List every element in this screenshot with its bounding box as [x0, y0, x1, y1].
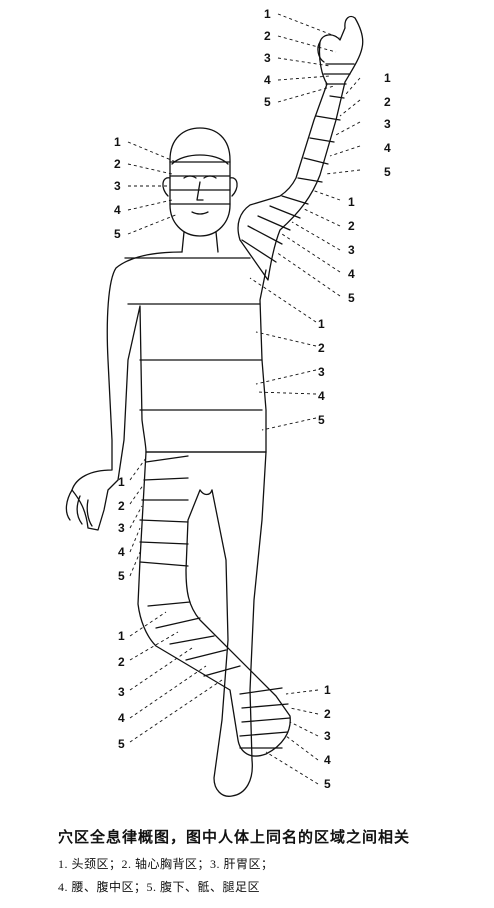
segment-number: 2	[384, 95, 391, 109]
segment-number: 3	[348, 243, 355, 257]
segment-number: 5	[264, 95, 271, 109]
segment-number: 5	[118, 569, 125, 583]
segment-number: 5	[118, 737, 125, 751]
segment-number: 2	[264, 29, 271, 43]
crotch-line	[199, 489, 213, 496]
arm-bands	[241, 63, 355, 263]
foot-labels: 1 2 3 4 5	[324, 683, 331, 791]
figure-caption: 穴区全息律概图，图中人体上同名的区域之间相关	[58, 830, 411, 846]
segment-number: 2	[318, 341, 325, 355]
segment-number: 3	[384, 117, 391, 131]
segment-number: 4	[114, 203, 121, 217]
mouth	[191, 211, 209, 215]
left-ear	[162, 177, 171, 197]
segment-number: 4	[324, 753, 331, 767]
torso-labels: 1 2 3 4 5	[318, 317, 325, 427]
segment-number: 4	[384, 141, 391, 155]
left-hand	[65, 489, 93, 527]
segment-number: 5	[114, 227, 121, 241]
raised-arm-outline	[237, 15, 364, 281]
right-leg-outline	[211, 451, 267, 797]
segment-number: 3	[118, 521, 125, 535]
segment-number: 5	[348, 291, 355, 305]
segment-number: 2	[324, 707, 331, 721]
segment-number: 2	[348, 219, 355, 233]
hand-labels: 1 2 3 4 5	[264, 7, 271, 109]
legend-line-2: 4. 腰、腹中区；5. 腹下、骶、腿足区	[58, 880, 261, 894]
leader-lines	[127, 13, 361, 785]
segment-number: 4	[348, 267, 355, 281]
hair-line	[171, 154, 229, 165]
segment-number: 1	[318, 317, 325, 331]
segment-number: 3	[114, 179, 121, 193]
forearm-labels: 1 2 3 4 5	[384, 71, 391, 179]
segment-number: 4	[118, 711, 125, 725]
segment-number: 2	[118, 499, 125, 513]
body-bands	[124, 257, 267, 453]
legend-line-1: 1. 头颈区；2. 轴心胸背区；3. 肝胃区；	[58, 857, 274, 871]
segment-number: 5	[324, 777, 331, 791]
segment-number: 5	[318, 413, 325, 427]
nose	[196, 181, 204, 201]
head-outline	[169, 127, 231, 237]
thumb-outline	[317, 41, 325, 63]
segment-number: 1	[324, 683, 331, 697]
left-leg-outline	[137, 451, 291, 757]
segment-number: 3	[324, 729, 331, 743]
segment-number: 1	[118, 475, 125, 489]
segment-number: 1	[264, 7, 271, 21]
segment-number: 1	[348, 195, 355, 209]
holographic-body-figure: 1 2 3 4 5 1 2 3 4 5 1 2 3 4 5 1 2 3 4 5 1 2 3 4 5 1 2 3 4 5 1 2 3 4…	[65, 7, 391, 797]
segment-number: 1	[114, 135, 121, 149]
segment-number: 1	[384, 71, 391, 85]
segment-number: 4	[264, 73, 271, 87]
segment-number: 3	[318, 365, 325, 379]
neck	[181, 231, 219, 253]
right-ear	[229, 177, 238, 197]
segment-number-groups: 1 2 3 4 5 1 2 3 4 5 1 2 3 4 5 1 2 3 4 5 1 2 3 4 5 1 2 3 4 5 1 2 3 4…	[114, 7, 391, 791]
segment-number: 4	[318, 389, 325, 403]
upper-arm-labels: 1 2 3 4 5	[348, 195, 355, 305]
segment-number: 3	[118, 685, 125, 699]
segment-number: 4	[118, 545, 125, 559]
segment-number: 1	[118, 629, 125, 643]
head-labels: 1 2 3 4 5	[114, 135, 121, 241]
segment-number: 3	[264, 51, 271, 65]
leg-bands	[139, 455, 291, 749]
segment-number: 2	[114, 157, 121, 171]
shin-labels: 1 2 3 4 5	[118, 629, 125, 751]
segment-number: 2	[118, 655, 125, 669]
torso-outline	[71, 251, 267, 531]
head-bands	[169, 161, 231, 205]
segment-number: 5	[384, 165, 391, 179]
thigh-labels: 1 2 3 4 5	[118, 475, 125, 583]
